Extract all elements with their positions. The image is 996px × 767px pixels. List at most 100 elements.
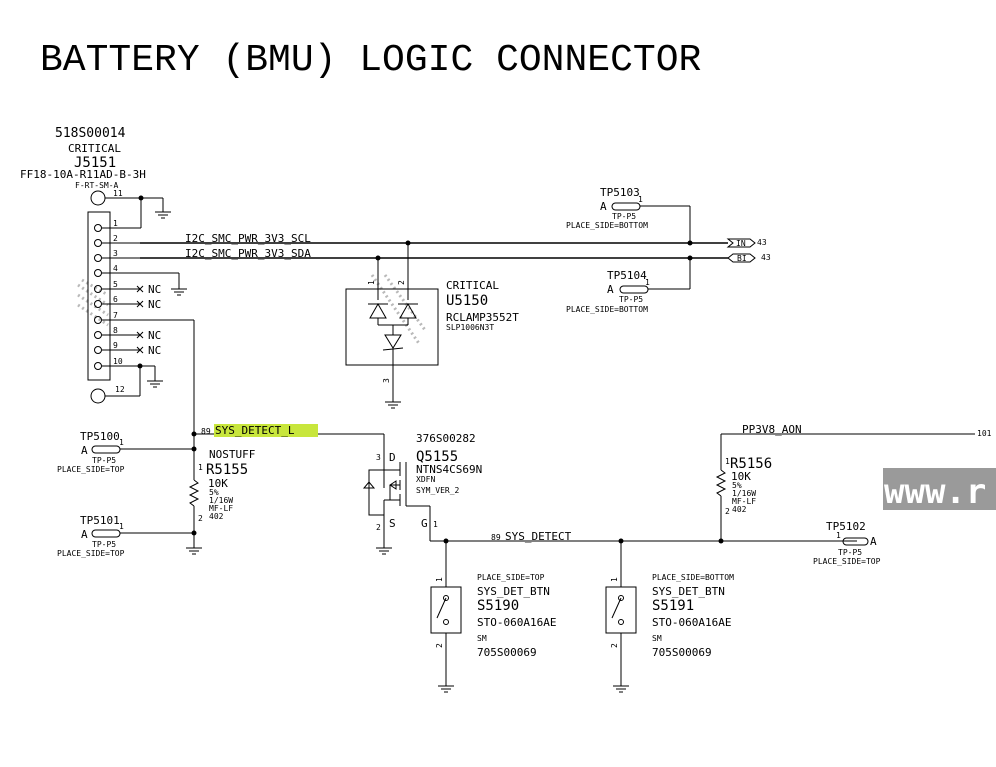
net-label-sys-detect: SYS_DETECT (505, 530, 572, 543)
u5150-body (345, 288, 439, 366)
r5156-tolerance: 5% (732, 481, 742, 490)
connector-critical-label: CRITICAL (68, 142, 121, 155)
s5191-name: SYS_DET_BTN (652, 585, 725, 598)
i2c-nets: I2C_SMC_PWR_3V3_SCL I2C_SMC_PWR_3V3_SDA … (140, 232, 771, 263)
flag-bi-label: BI (737, 254, 747, 263)
resistor-r5156: 1 2 R5156 10K 5% 1/16W MF-LF 402 (715, 434, 772, 541)
u5150-pin-3: 3 (382, 378, 391, 383)
s5190-place-side: PLACE_SIDE=TOP (477, 573, 545, 582)
ground-symbol (147, 380, 163, 388)
tp5100-type: TP-P5 (92, 456, 116, 465)
pin-label-3: 3 (113, 249, 118, 258)
ground-symbol (155, 211, 171, 219)
s5191-model: STO-060A16AE (652, 616, 731, 629)
nc-label-9: NC (148, 344, 161, 357)
pin-label-7: 7 (113, 311, 118, 320)
net-label-sda: I2C_SMC_PWR_3V3_SDA (185, 247, 311, 260)
pin-label-4: 4 (113, 264, 118, 273)
r5155-pin-1: 1 (198, 463, 203, 472)
s5191-part-number: 705S00069 (652, 646, 712, 659)
tp5101-side: PLACE_SIDE=TOP (57, 549, 125, 558)
test-point-tp5101: TP5101 A 1 TP-P5 PLACE_SIDE=TOP (57, 514, 194, 558)
watermark-text: www.r (884, 472, 986, 512)
s5191-body (605, 586, 637, 634)
tvs-diode-u5150: 1 2 3 CRITICAL U5150 RCLAMP3552T SLP1006… (345, 243, 519, 409)
r5156-power: 1/16W (732, 489, 756, 498)
s5190-name: SYS_DET_BTN (477, 585, 550, 598)
q5155-source-label: S (389, 517, 396, 530)
s5190-body (430, 586, 462, 634)
connector-j5151: 518S00014 CRITICAL J5151 FF18-10A-R11AD-… (20, 126, 194, 404)
pin-label-10: 10 (113, 357, 123, 366)
pin-label-8: 8 (113, 326, 118, 335)
ground-symbol (171, 288, 187, 296)
test-point-tp5104: TP5104 A 1 TP-P5 PLACE_SIDE=BOTTOM (566, 258, 691, 314)
u5150-ref: U5150 (446, 293, 488, 309)
s5191-package: SM (652, 634, 662, 643)
sys-detect-l-net: SYS_DETECT_L 89 (191, 320, 384, 480)
watermark: www.r (883, 468, 996, 512)
tp5104-pin: 1 (645, 278, 650, 287)
s5190-package: SM (477, 634, 487, 643)
ground-symbol (186, 547, 202, 555)
tp5103-side: PLACE_SIDE=BOTTOM (566, 221, 648, 230)
offpage-flag-sda (727, 253, 756, 263)
q5155-model: NTNS4CS69N (416, 463, 482, 476)
r5155-size: 402 (209, 512, 224, 521)
r5156-size: 402 (732, 505, 747, 514)
tp5102-ref: TP5102 (826, 520, 866, 533)
test-point-tp5102: TP5102 1 A TP-P5 PLACE_SIDE=TOP (813, 520, 881, 566)
mosfet-q5155: 3 D 2 S G 1 376S00282 Q5155 NTNS4CS69N X… (362, 432, 482, 555)
q5155-gate-label: G (421, 517, 428, 530)
r5155-nostuff-label: NOSTUFF (209, 448, 255, 461)
tp5101-a: A (81, 528, 88, 541)
test-point-tp5100: TP5100 A 1 TP-P5 PLACE_SIDE=TOP (57, 430, 194, 474)
tp5102-pin: 1 (836, 531, 841, 540)
pin-label-9: 9 (113, 341, 118, 350)
net-highlight (214, 424, 318, 437)
offpage-flag-scl (726, 238, 756, 248)
pin-label-6: 6 (113, 295, 118, 304)
tp5102-type: TP-P5 (838, 548, 862, 557)
tp5103-type: TP-P5 (612, 212, 636, 221)
tp5104-side: PLACE_SIDE=BOTTOM (566, 305, 648, 314)
u5150-pin-1: 1 (367, 280, 376, 285)
tp5103-ref: TP5103 (600, 186, 640, 199)
s5191-ref: S5191 (652, 598, 694, 614)
tp5100-a: A (81, 444, 88, 457)
mount-hole-bottom (90, 388, 106, 404)
nc-label-6: NC (148, 298, 161, 311)
s5190-model: STO-060A16AE (477, 616, 556, 629)
q5155-pin-2: 2 (376, 523, 381, 532)
connector-body (87, 211, 111, 381)
tp5100-pin: 1 (119, 438, 124, 447)
q5155-symbol-version: SYM_VER_2 (416, 486, 460, 495)
s5191-place-side: PLACE_SIDE=BOTTOM (652, 573, 734, 582)
sys-detect-l-page-ref: 89 (201, 427, 211, 436)
q5155-ref: Q5155 (416, 449, 458, 465)
connector-package: F-RT-SM-A (75, 181, 119, 190)
r5156-pin-2: 2 (725, 507, 730, 516)
sda-page-ref: 43 (761, 253, 771, 262)
q5155-part-number: 376S00282 (416, 432, 476, 445)
nc-label-5: NC (148, 283, 161, 296)
ground-symbol (376, 547, 392, 555)
nc-markers (136, 285, 144, 354)
s5190-pin-1: 1 (435, 577, 444, 582)
tp5104-a: A (607, 283, 614, 296)
connector-part-number: 518S00014 (55, 126, 126, 141)
connector-model: FF18-10A-R11AD-B-3H (20, 168, 146, 181)
sys-detect-net: 89 SYS_DETECT (430, 530, 857, 544)
u5150-package: SLP1006N3T (446, 323, 494, 332)
nc-label-8: NC (148, 329, 161, 342)
switch-s5191: 1 2 PLACE_SIDE=BOTTOM SYS_DET_BTN S5191 … (605, 541, 734, 693)
hatch-overlay (370, 274, 427, 346)
sys-detect-page-ref: 89 (491, 533, 501, 542)
ground-symbol (385, 401, 401, 409)
r5156-value: 10K (731, 470, 751, 483)
pin-label-11: 11 (113, 189, 123, 198)
resistor-r5155: NOSTUFF R5155 10K 5% 1/16W MF-LF 402 1 2 (186, 448, 255, 555)
page-title: BATTERY (BMU) LOGIC CONNECTOR (40, 39, 701, 82)
r5156-type: MF-LF (732, 497, 756, 506)
net-label-sys-detect-l: SYS_DETECT_L (215, 424, 295, 437)
